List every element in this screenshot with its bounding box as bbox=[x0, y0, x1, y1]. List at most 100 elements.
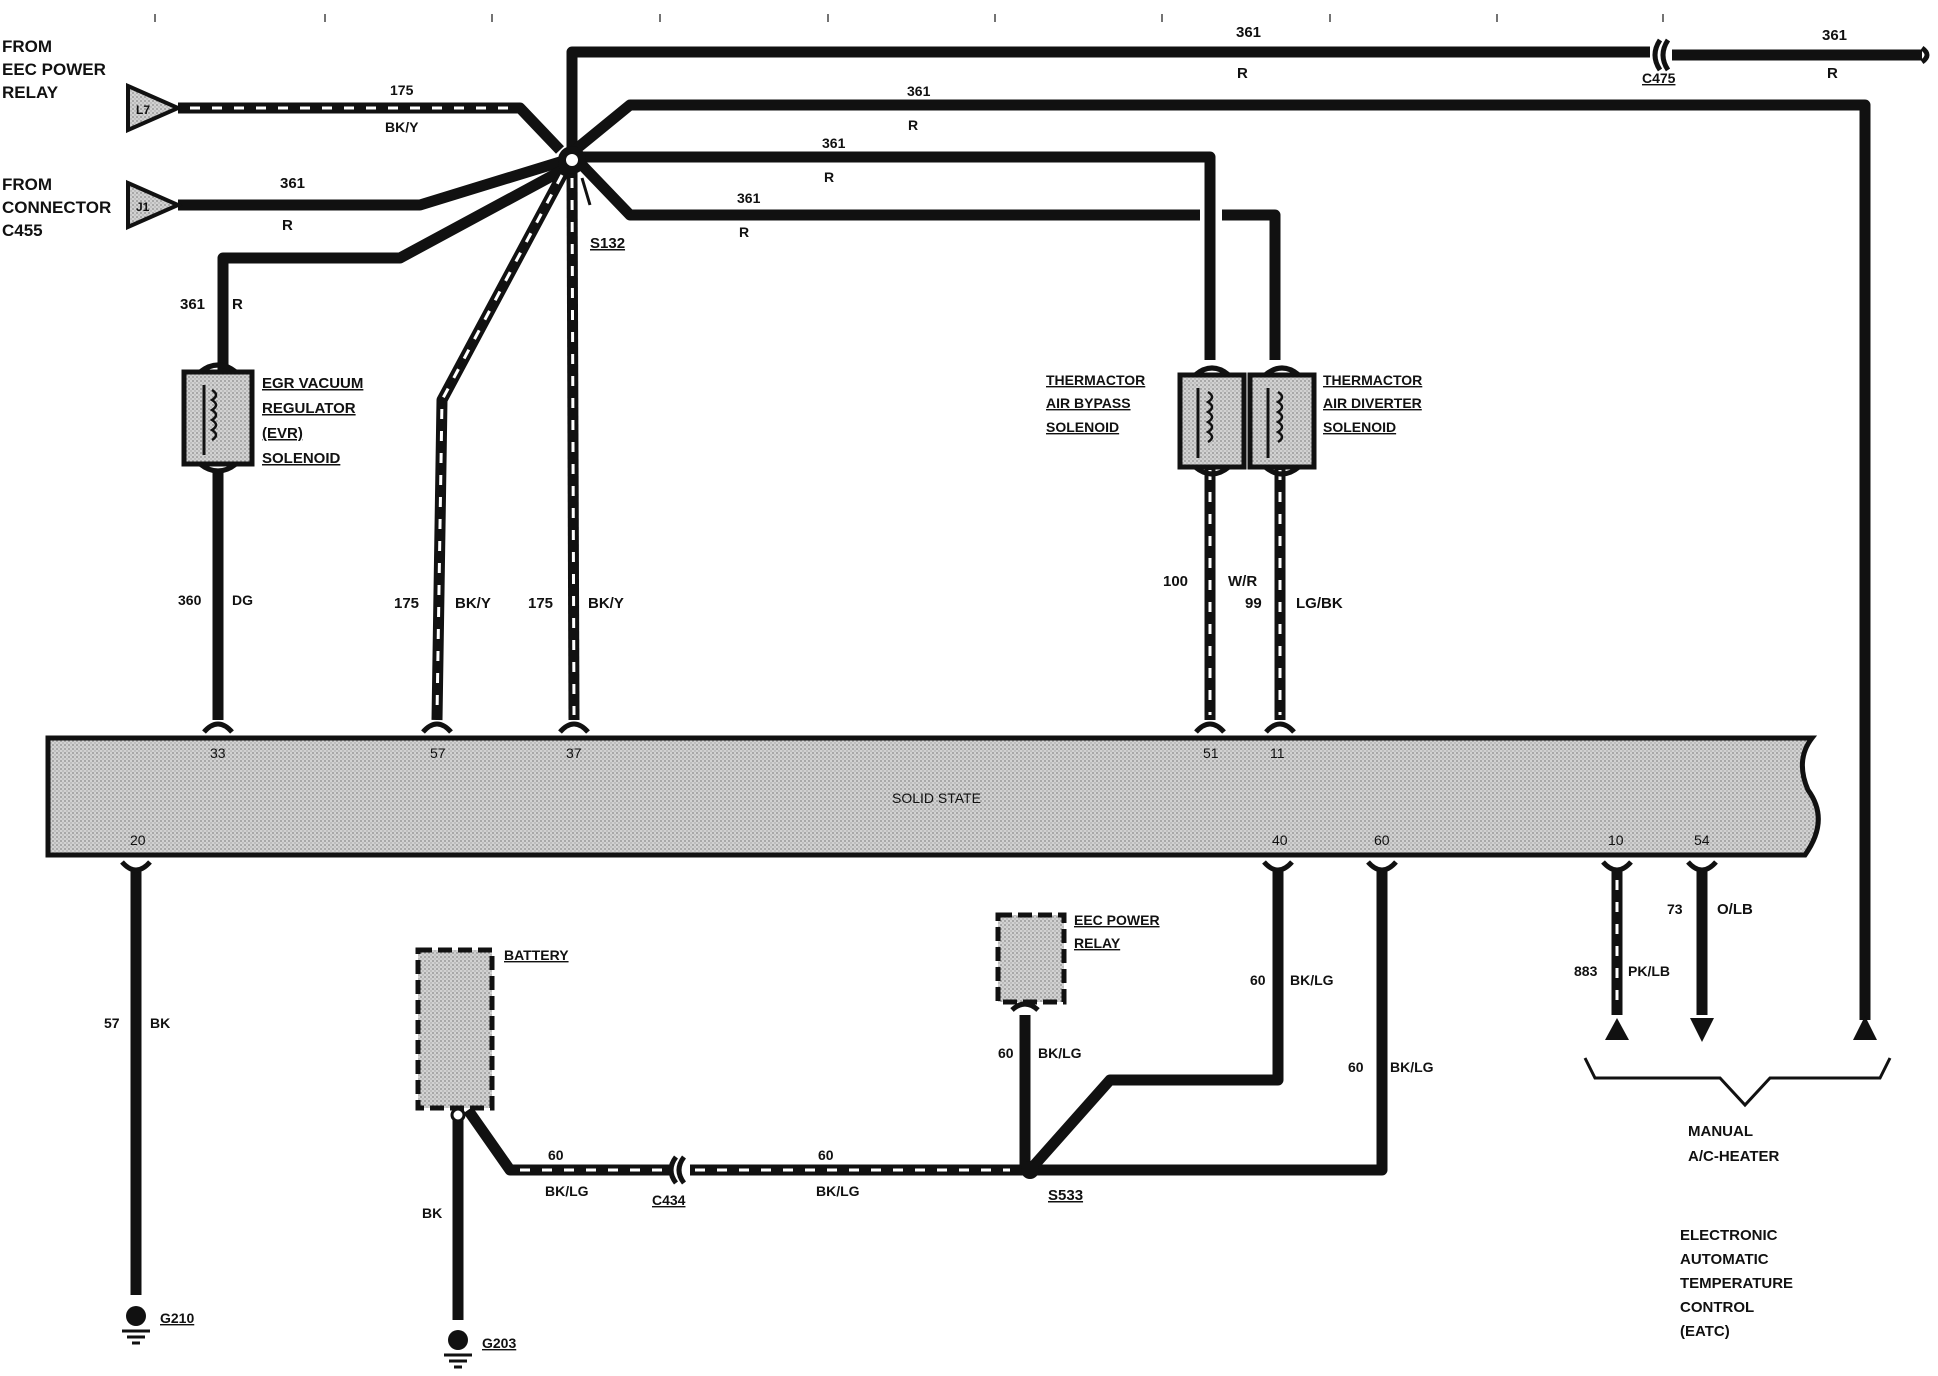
wire-361-top bbox=[566, 46, 1650, 155]
label-883: 883 bbox=[1574, 963, 1598, 979]
pin-60: 60 bbox=[1374, 832, 1390, 848]
g210-label: G210 bbox=[160, 1310, 194, 1326]
label-bklg-e: BK/LG bbox=[816, 1183, 860, 1199]
arrow-883-up bbox=[1605, 1018, 1629, 1040]
label-361-c: 361 bbox=[737, 190, 761, 206]
output-brace bbox=[1583, 1057, 1892, 1108]
connector-c434: C434 bbox=[652, 1155, 687, 1208]
label-361-a: 361 bbox=[907, 83, 931, 99]
wire-60-60 bbox=[1035, 870, 1388, 1176]
label-bky-a: BK/Y bbox=[455, 595, 491, 612]
wire-175-a bbox=[431, 167, 570, 721]
pin-20: 20 bbox=[130, 832, 146, 848]
g203-label: G203 bbox=[482, 1335, 516, 1351]
label-175-in: 175 bbox=[390, 82, 414, 98]
label-r-right: R bbox=[1827, 65, 1838, 82]
splice-s132-center bbox=[566, 154, 578, 166]
wire-361-diverter-b bbox=[1222, 209, 1281, 360]
s132-leader bbox=[580, 177, 592, 206]
wire-361-right bbox=[571, 99, 1871, 1020]
label-73: 73 bbox=[1667, 901, 1683, 917]
label-175-a: 175 bbox=[394, 595, 419, 612]
pin-40: 40 bbox=[1272, 832, 1288, 848]
label-dg: DG bbox=[232, 592, 253, 608]
pin-10: 10 bbox=[1608, 832, 1624, 848]
eec-relay-box bbox=[995, 912, 1067, 1005]
label-olb: O/LB bbox=[1717, 901, 1753, 918]
wire-60-40 bbox=[1025, 870, 1284, 1174]
label-bky-in: BK/Y bbox=[385, 119, 419, 135]
label-60-d: 60 bbox=[548, 1147, 564, 1163]
module-bottom-cups bbox=[120, 860, 1718, 873]
label-r-top: R bbox=[1237, 65, 1248, 82]
label-pklb: PK/LB bbox=[1628, 963, 1670, 979]
label-lgbk: LG/BK bbox=[1296, 595, 1343, 612]
c475-label: C475 bbox=[1642, 70, 1676, 86]
label-57: 57 bbox=[104, 1015, 120, 1031]
label-361-b: 361 bbox=[822, 135, 846, 151]
label-60-c: 60 bbox=[998, 1045, 1014, 1061]
wire-361-connector bbox=[178, 156, 562, 211]
label-wr: W/R bbox=[1228, 573, 1257, 590]
wire-60-c434 bbox=[463, 1106, 672, 1176]
label-100: 100 bbox=[1163, 573, 1188, 590]
label-bk-batt: BK bbox=[422, 1205, 442, 1221]
label-60-e: 60 bbox=[818, 1147, 834, 1163]
pin-37: 37 bbox=[566, 745, 582, 761]
ground-g203: G203 bbox=[444, 1330, 516, 1369]
label-175-b: 175 bbox=[528, 595, 553, 612]
label-bklg-a: BK/LG bbox=[1290, 972, 1334, 988]
wire-361-bypass bbox=[580, 151, 1216, 360]
solid-state-module bbox=[45, 735, 1821, 858]
arrow-73-down bbox=[1690, 1018, 1714, 1042]
label-60-a: 60 bbox=[1250, 972, 1266, 988]
label-361-top: 361 bbox=[1236, 24, 1261, 41]
pin-33: 33 bbox=[210, 745, 226, 761]
label-99: 99 bbox=[1245, 595, 1262, 612]
pin-11: 11 bbox=[1270, 745, 1285, 761]
top-ticks bbox=[154, 14, 1664, 22]
label-bky-b: BK/Y bbox=[588, 595, 624, 612]
eec-relay-cup bbox=[1010, 1001, 1040, 1012]
battery-box bbox=[415, 947, 495, 1111]
battery-label: BATTERY bbox=[504, 947, 569, 963]
label-361-conn: 361 bbox=[280, 175, 305, 192]
label-60-b: 60 bbox=[1348, 1059, 1364, 1075]
pin-l7-label: L7 bbox=[136, 103, 150, 117]
splice-s533-dot bbox=[1021, 1161, 1039, 1179]
label-bklg-d: BK/LG bbox=[545, 1183, 589, 1199]
wire-361-evr bbox=[217, 165, 566, 372]
pin-51: 51 bbox=[1203, 745, 1219, 761]
pin-54: 54 bbox=[1694, 832, 1710, 848]
battery-terminal bbox=[450, 1107, 466, 1123]
label-r-evr: R bbox=[232, 296, 243, 313]
connector-c475: C475 bbox=[1642, 38, 1676, 86]
evr-solenoid bbox=[181, 362, 255, 474]
module-top-cups bbox=[202, 721, 1296, 734]
ground-g210: G210 bbox=[122, 1306, 194, 1345]
pin-57: 57 bbox=[430, 745, 446, 761]
label-bklg-c: BK/LG bbox=[1038, 1045, 1082, 1061]
label-r-conn: R bbox=[282, 217, 293, 234]
label-r-b: R bbox=[824, 169, 834, 185]
connector-j1: J1 bbox=[126, 179, 183, 231]
label-361-evr: 361 bbox=[180, 296, 205, 313]
pin-j1-label: J1 bbox=[136, 200, 150, 214]
wire-stripes bbox=[190, 106, 1619, 1172]
label-361-right: 361 bbox=[1822, 27, 1847, 44]
connector-l7: L7 bbox=[126, 82, 183, 134]
label-r-c: R bbox=[739, 224, 749, 240]
label-bklg-b: BK/LG bbox=[1390, 1059, 1434, 1075]
splice-s533-label: S533 bbox=[1048, 1187, 1083, 1204]
label-bk57: BK bbox=[150, 1015, 170, 1031]
diverter-solenoid bbox=[1247, 365, 1317, 477]
